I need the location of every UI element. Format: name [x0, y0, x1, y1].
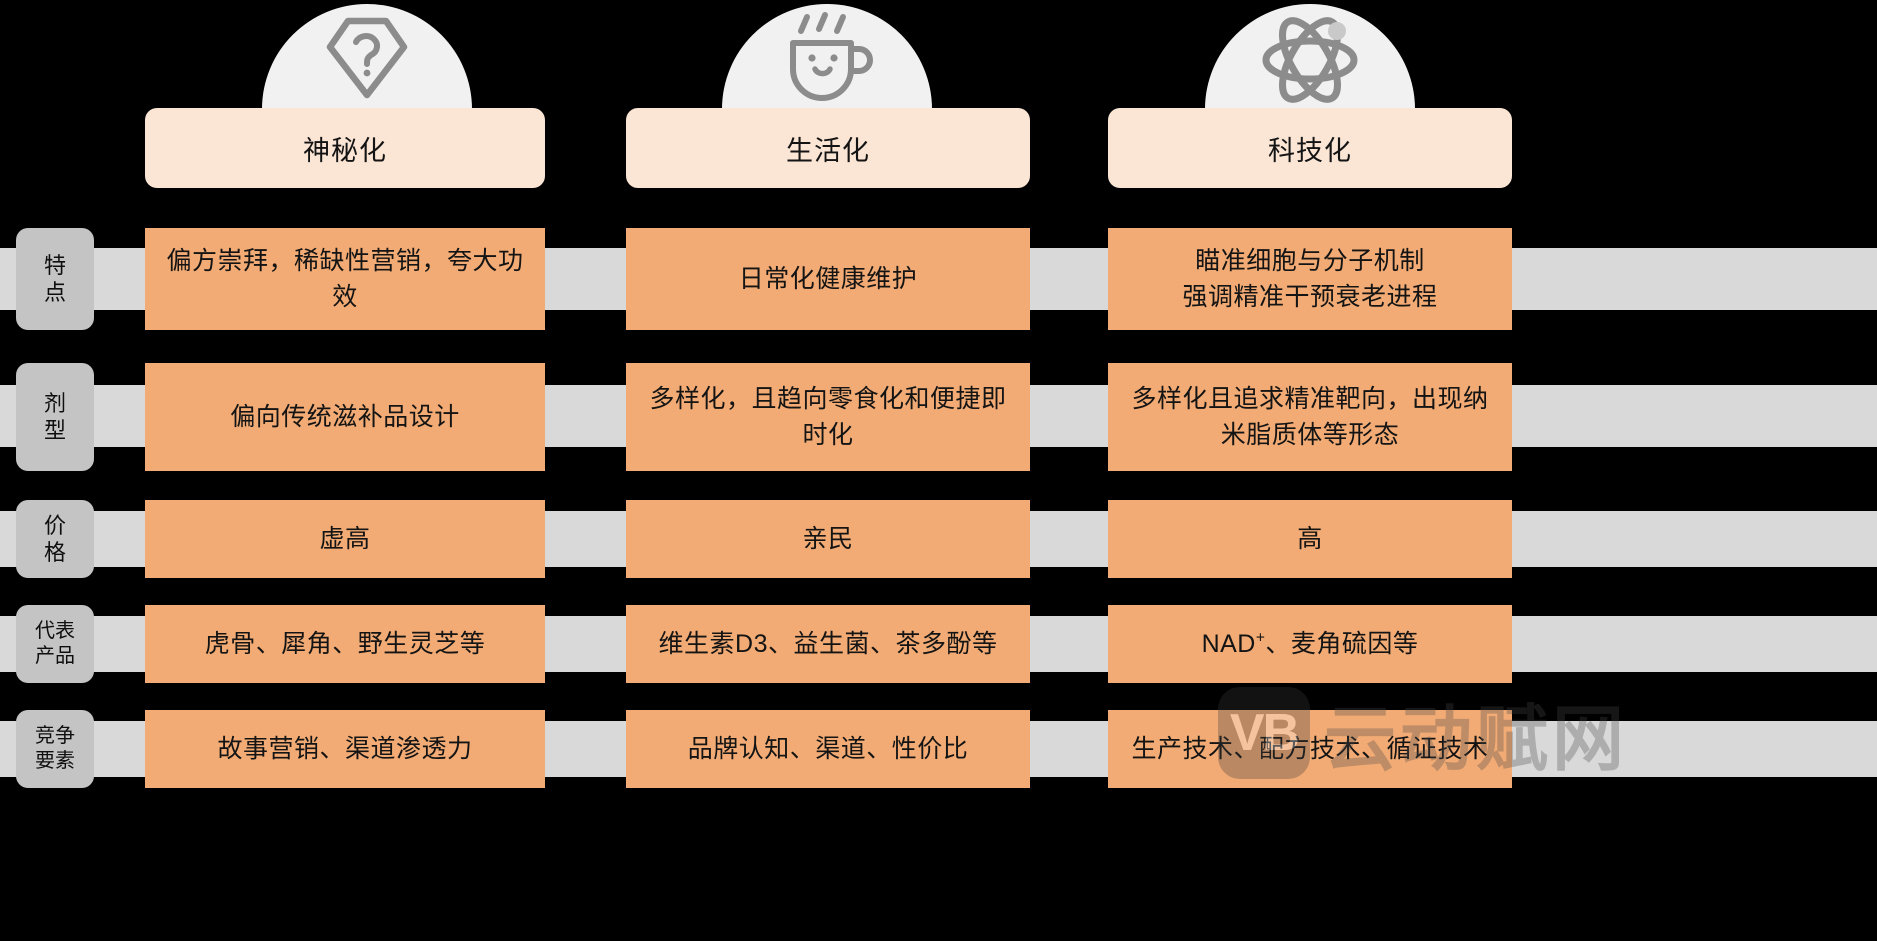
row-label-line: 格	[43, 540, 66, 565]
cell-text: 生产技术、配方技术、循证技术	[1131, 734, 1489, 763]
cell-text: 故事营销、渠道渗透力	[217, 734, 473, 763]
atom-icon	[1261, 11, 1359, 103]
cell-text: 多样化且追求精准靶向，出现纳米脂质体等形态	[1131, 384, 1489, 449]
cell-r3-c1: 维生素D3、益生菌、茶多酚等	[626, 605, 1030, 683]
cell-text: 偏向传统滋补品设计	[230, 402, 460, 431]
cell-r4-c2: 生产技术、配方技术、循证技术	[1108, 710, 1512, 788]
cell-r0-c1: 日常化健康维护	[626, 228, 1030, 330]
row-label-3: 代表 产品	[16, 605, 94, 683]
cell-r0-c0: 偏方崇拜，稀缺性营销，夸大功效	[145, 228, 545, 330]
row-label-line: 价	[43, 512, 66, 538]
cell-r2-c2: 高	[1108, 500, 1512, 578]
column-icon-dome-3	[1205, 4, 1415, 109]
column-header-2[interactable]: 生活化	[626, 108, 1030, 188]
cell-r3-c2: NAD+、麦角硫因等	[1108, 605, 1512, 683]
column-icon-dome-1	[262, 4, 472, 109]
cell-text: 瞄准细胞与分子机制 强调精准干预衰老进程	[1182, 246, 1438, 311]
column-icon-dome-2	[722, 4, 932, 109]
column-header-label: 科技化	[1268, 135, 1352, 166]
row-label-line: 点	[43, 280, 66, 305]
cell-r1-c2: 多样化且追求精准靶向，出现纳米脂质体等形态	[1108, 363, 1512, 471]
row-label-line: 竞争	[35, 725, 75, 747]
cell-text: 高	[1297, 524, 1323, 553]
gem-question-icon	[324, 11, 410, 103]
cell-text: 偏方崇拜，稀缺性营销，夸大功效	[166, 246, 524, 311]
cell-r4-c1: 品牌认知、渠道、性价比	[626, 710, 1030, 788]
row-label-line: 代表	[35, 620, 75, 642]
column-header-3[interactable]: 科技化	[1108, 108, 1512, 188]
cell-r2-c1: 亲民	[626, 500, 1030, 578]
cell-text: 日常化健康维护	[738, 264, 918, 293]
column-header-label: 神秘化	[303, 135, 387, 166]
cell-r3-c0: 虎骨、犀角、野生灵芝等	[145, 605, 545, 683]
smiling-mug-icon	[779, 11, 875, 103]
column-header-1[interactable]: 神秘化	[145, 108, 545, 188]
column-header-label: 生活化	[786, 135, 870, 166]
cell-r0-c2: 瞄准细胞与分子机制 强调精准干预衰老进程	[1108, 228, 1512, 330]
row-label-line: 产品	[35, 645, 75, 667]
row-label-4: 竞争 要素	[16, 710, 94, 788]
row-label-2: 价 格	[16, 500, 94, 578]
cell-text: 多样化，且趋向零食化和便捷即时化	[649, 384, 1007, 449]
cell-r1-c1: 多样化，且趋向零食化和便捷即时化	[626, 363, 1030, 471]
row-label-1: 剂 型	[16, 363, 94, 471]
cell-text: 亲民	[802, 524, 854, 553]
cell-r4-c0: 故事营销、渠道渗透力	[145, 710, 545, 788]
cell-text: 虎骨、犀角、野生灵芝等	[204, 629, 486, 658]
cell-text: NAD+、麦角硫因等	[1201, 629, 1419, 658]
row-label-0: 特 点	[16, 228, 94, 330]
cell-text: 虚高	[319, 524, 371, 553]
cell-text: 品牌认知、渠道、性价比	[687, 734, 969, 763]
row-label-line: 型	[43, 418, 66, 443]
cell-r2-c0: 虚高	[145, 500, 545, 578]
row-label-line: 特	[43, 252, 66, 278]
row-label-line: 要素	[35, 750, 75, 772]
cell-text: 维生素D3、益生菌、茶多酚等	[658, 629, 998, 658]
row-label-line: 剂	[43, 390, 66, 416]
cell-r1-c0: 偏向传统滋补品设计	[145, 363, 545, 471]
